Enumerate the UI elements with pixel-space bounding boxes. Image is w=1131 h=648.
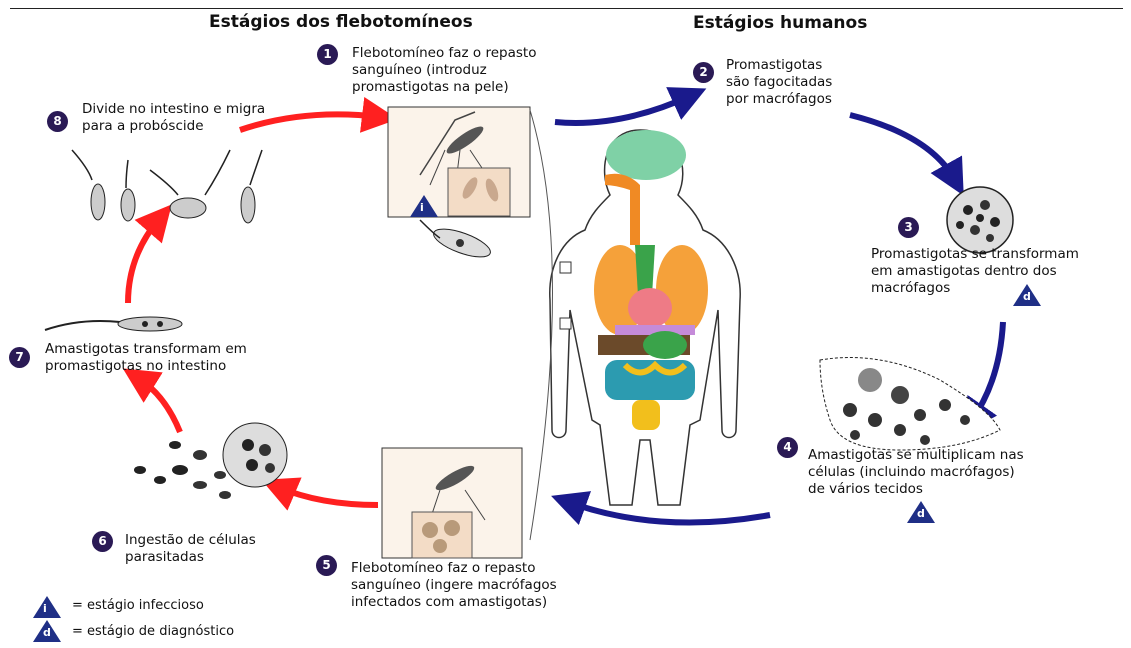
arrow-1-to-2 [555, 96, 690, 123]
stage-4-badge: 4 [777, 437, 798, 458]
arrow-7-to-8 [128, 218, 160, 303]
sandfly-stages-header: Estágios dos flebotomíneos [209, 12, 473, 32]
arrow-6-to-7 [138, 378, 180, 432]
promastigote-drawing [420, 220, 494, 263]
infective-marker-stage-1: i [410, 195, 438, 217]
human-stages-header: Estágios humanos [693, 13, 867, 33]
bite-illustration-feeding [382, 448, 522, 558]
diagnostic-marker-stage-3: d [1013, 284, 1041, 306]
legend-infective-icon: i [33, 596, 61, 618]
stage-2-badge: 2 [693, 62, 714, 83]
legend-diagnostic-icon: d [33, 620, 61, 642]
tissue-drawing [820, 358, 1000, 451]
arrow-2-to-3 [850, 115, 955, 180]
diagnostic-marker-stage-4: d [907, 501, 935, 523]
stage-1-badge: 1 [317, 44, 338, 65]
arrow-5-to-6 [278, 487, 378, 505]
human-figure [530, 110, 740, 540]
stage-8-badge: 8 [47, 111, 68, 132]
legend-infective-text: = estágio infeccioso [72, 598, 204, 613]
stage-3-badge: 3 [898, 217, 919, 238]
legend-diagnostic-text: = estágio de diagnóstico [72, 624, 234, 639]
gut-promastigote-drawing [45, 317, 182, 331]
macrophage-drawing [947, 187, 1013, 253]
stage-5-badge: 5 [316, 555, 337, 576]
stage-6-badge: 6 [92, 531, 113, 552]
stage-7-badge: 7 [9, 347, 30, 368]
dividing-promastigotes-drawing [72, 150, 262, 223]
ingested-cells-drawing [134, 423, 287, 499]
